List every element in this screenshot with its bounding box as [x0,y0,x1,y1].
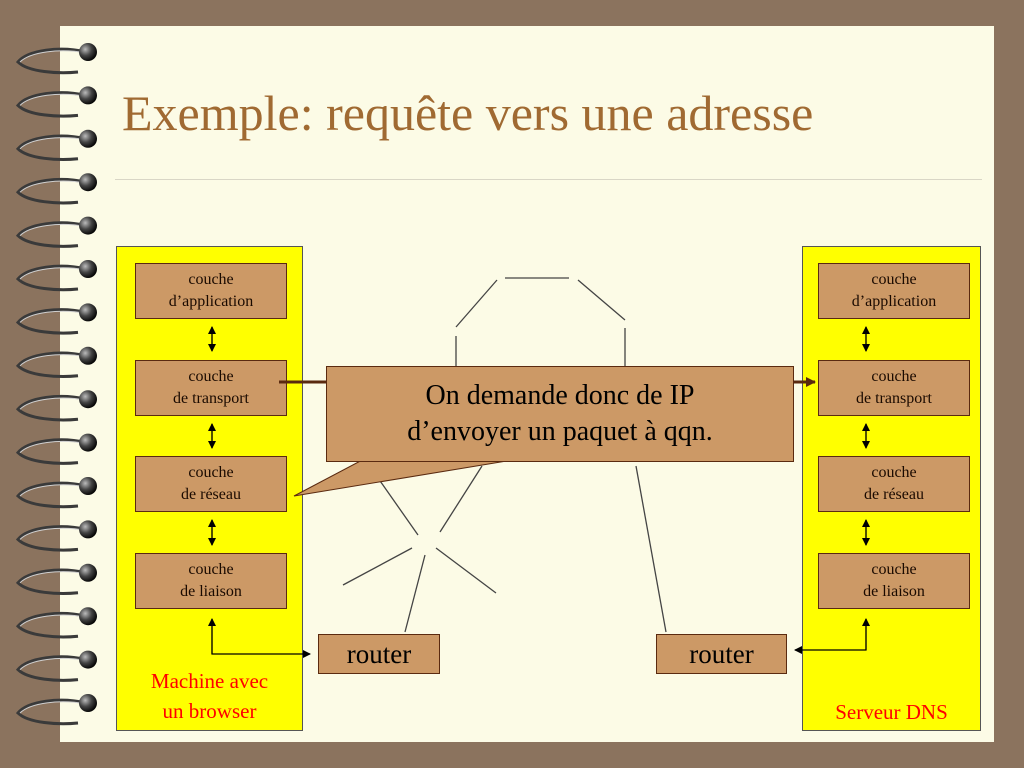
layer-arrows [208,326,870,546]
binding-ring [15,86,97,118]
title-divider [115,179,982,180]
router-left: router [318,634,440,674]
binding-ring [15,129,97,161]
slide-title: Exemple: requête vers une adresse [122,85,814,141]
binding-ring [15,520,97,552]
right-transport-layer: couche de transport [818,360,970,416]
callout-pointer [293,457,526,497]
binding-ring [15,650,97,682]
binding-ring [15,216,97,248]
left-network-layer: couche de réseau [135,456,287,512]
callout-box: On demande donc de IP d’envoyer un paque… [326,366,794,462]
left-transport-layer: couche de transport [135,360,287,416]
binding-ring [15,694,97,726]
binding-ring [15,433,97,465]
binding-ring [15,173,97,205]
binding-ring [15,303,97,335]
binding-ring [15,346,97,378]
left-application-layer: couche d’application [135,263,287,319]
binding-ring [15,390,97,422]
binding-ring [15,607,97,639]
router-links [208,618,870,658]
right-panel-caption: Serveur DNS [835,700,948,724]
right-network-layer: couche de réseau [818,456,970,512]
right-application-layer: couche d’application [818,263,970,319]
left-panel-caption: Machine avec un browser [150,669,269,723]
binding-ring [15,43,97,75]
binding-ring [15,563,97,595]
spiral-binding [15,43,97,726]
router-right: router [656,634,787,674]
right-link-layer: couche de liaison [818,553,970,609]
binding-ring [15,260,97,292]
left-link-layer: couche de liaison [135,553,287,609]
binding-ring [15,477,97,509]
network-cloud-links [342,277,667,633]
